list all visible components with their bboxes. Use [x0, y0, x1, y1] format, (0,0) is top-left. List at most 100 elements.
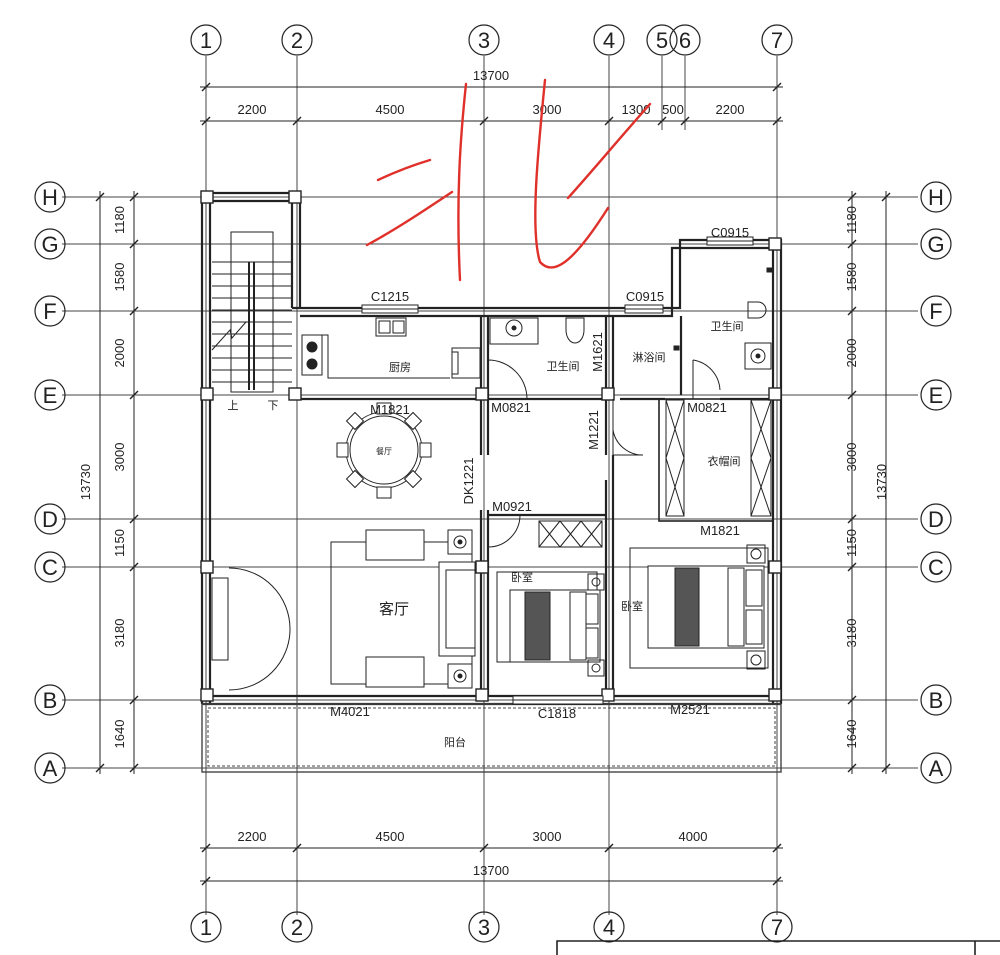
- dim-side-seg: 1580: [844, 263, 859, 292]
- axis-bubbles-bottom: [190, 911, 793, 943]
- axis-label: H: [42, 185, 58, 210]
- axis-label: 1: [200, 915, 212, 940]
- bath2-label: 卫生间: [711, 319, 744, 333]
- grid-lines: [62, 56, 918, 915]
- code-m1821b: M1821: [700, 523, 740, 538]
- dim-side-seg: 1180: [112, 206, 127, 234]
- axis-label: A: [929, 756, 944, 781]
- dim-side-seg: 1180: [844, 206, 859, 234]
- axis-label: H: [928, 185, 944, 210]
- dim-side-seg: 3000: [844, 443, 859, 472]
- dim-bottom-seg: 4500: [376, 829, 405, 844]
- dimension-texts: 13700 2200 4500 3000 1300 500 2200 2200 …: [238, 68, 745, 878]
- wardrobe: [538, 520, 603, 548]
- stair-up-label: 上: [228, 399, 239, 412]
- axis-label: 7: [771, 915, 783, 940]
- closet-wardrobes: [665, 399, 772, 517]
- dim-top-seg: 3000: [533, 102, 562, 117]
- bed-1: [496, 571, 605, 677]
- balcony-label: 阳台: [444, 735, 466, 749]
- dining-label: 餐厅: [376, 447, 392, 456]
- dim-side-seg: 1640: [112, 720, 127, 749]
- shower-label: 淋浴间: [633, 351, 666, 364]
- code-m0821a: M0821: [491, 400, 531, 415]
- dim-bottom-seg: 3000: [533, 829, 562, 844]
- dim-top-seg: 500: [662, 102, 684, 117]
- code-c1818: C1818: [538, 706, 576, 721]
- code-m1621: M1621: [590, 332, 605, 372]
- bedroom2-label: 卧室: [621, 599, 643, 613]
- bath-fixtures: [489, 267, 773, 370]
- kitchen-fixtures: [301, 317, 481, 379]
- axis-labels-side: H G F E D C B A H G F E D C B A: [41, 185, 944, 781]
- axis-labels-bottom: 1 2 3 4 7: [200, 915, 783, 940]
- dim-side-seg: 2000: [844, 339, 859, 368]
- dimension-texts-vertical: 1180 1580 2000 3000 1150 3180 1640 13730…: [78, 206, 889, 748]
- axis-label: C: [42, 555, 58, 580]
- axis-bubbles-side: [34, 181, 952, 784]
- bedroom1-label: 卧室: [511, 570, 533, 584]
- balcony: [201, 703, 782, 773]
- dim-side-seg: 1640: [844, 720, 859, 749]
- code-m1221: M1221: [586, 410, 601, 450]
- dim-side-seg: 3180: [112, 619, 127, 648]
- dim-bottom-total: 13700: [473, 863, 509, 878]
- axis-label: A: [43, 756, 58, 781]
- bath1-label: 卫生间: [547, 359, 580, 373]
- dim-side-total: 13730: [874, 464, 889, 500]
- axis-label: G: [927, 232, 944, 257]
- dim-top-seg: 4500: [376, 102, 405, 117]
- room-labels: 厨房 卫生间 淋浴间 卫生间 餐厅 衣帽间 客厅 卧室 卧室 阳台 上 下: [228, 319, 744, 749]
- axis-label: F: [929, 299, 942, 324]
- doors: [228, 359, 721, 691]
- axis-label: D: [928, 507, 944, 532]
- dim-side-seg: 1580: [112, 263, 127, 292]
- dim-top-seg: 2200: [238, 102, 267, 117]
- code-c1215: C1215: [371, 289, 409, 304]
- bed-2: [629, 544, 769, 670]
- code-c0915b: C0915: [711, 225, 749, 240]
- code-m0921: M0921: [492, 499, 532, 514]
- code-m2521: M2521: [670, 702, 710, 717]
- dim-side-seg: 1150: [112, 529, 127, 557]
- code-c0915a: C0915: [626, 289, 664, 304]
- title-block-fragment: [556, 940, 1000, 955]
- dim-bottom-seg: 4000: [679, 829, 708, 844]
- living-label: 客厅: [379, 601, 409, 618]
- axis-label: 4: [603, 28, 615, 53]
- code-m4021: M4021: [330, 704, 370, 719]
- dim-side-total: 13730: [78, 464, 93, 500]
- axis-label: F: [43, 299, 56, 324]
- axis-label: B: [43, 688, 58, 713]
- axis-label: 6: [679, 28, 691, 53]
- code-m0821b: M0821: [687, 400, 727, 415]
- axis-label: D: [42, 507, 58, 532]
- axis-bubbles-top: [190, 24, 793, 56]
- stair: [211, 231, 292, 393]
- axis-label: B: [929, 688, 944, 713]
- axis-label: 2: [291, 915, 303, 940]
- dim-side-seg: 2000: [112, 339, 127, 368]
- axis-labels-top: 1 2 3 4 5 6 7: [200, 28, 783, 53]
- code-m1821a: M1821: [370, 402, 410, 417]
- dim-top-seg: 2200: [716, 102, 745, 117]
- closet-label: 衣帽间: [708, 454, 741, 468]
- dim-side-seg: 3000: [112, 443, 127, 472]
- dimension-ticks: [95, 82, 891, 886]
- axis-label: E: [929, 383, 944, 408]
- axis-label: G: [41, 232, 58, 257]
- code-dk1221: DK1221: [461, 458, 476, 505]
- axis-label: 4: [603, 915, 615, 940]
- red-handwritten-mark: [365, 78, 652, 282]
- kitchen-label: 厨房: [389, 361, 411, 374]
- living-furniture: [330, 529, 476, 689]
- axis-label: 7: [771, 28, 783, 53]
- axis-label: 5: [656, 28, 668, 53]
- dim-side-seg: 1150: [844, 529, 859, 557]
- dining-table: [336, 402, 432, 499]
- dimension-lines: [99, 86, 887, 882]
- stair-down-label: 下: [268, 400, 279, 412]
- dim-side-seg: 3180: [844, 619, 859, 648]
- columns: [200, 190, 782, 702]
